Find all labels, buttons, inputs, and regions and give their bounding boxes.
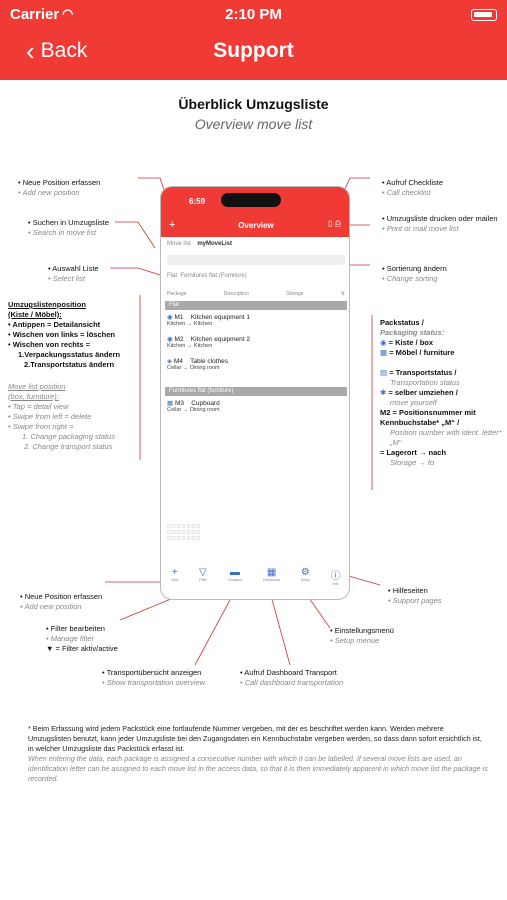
phone-item: ◉ M2 Kitchen equipment 2 Kitchen → Kitch… — [167, 336, 251, 349]
annotation-sort: • Sortierung ändern • Change sorting — [382, 264, 447, 283]
carrier-label: Carrier — [10, 6, 60, 23]
annotation-add-top: • Neue Position erfassen • Add new posit… — [18, 178, 101, 197]
truck-icon: ▬Transport — [227, 567, 243, 582]
top-bar: Carrier ◠ 2:10 PM ‹ Back Support — [0, 0, 507, 80]
gear-icon: ⚙Setup — [300, 567, 310, 582]
doc-subtitle: Overview move list — [194, 116, 313, 132]
annotation-select: • Auswahl Liste • Select list — [48, 264, 99, 283]
print-checklist-icons: ▯ ⎙ — [327, 219, 341, 228]
annotation-status: Packstatus / Packaging status: ◉ = Kiste… — [380, 318, 502, 467]
annotation-help: • Hilfeseiten • Support pages — [388, 586, 442, 605]
phone-notch — [221, 193, 281, 207]
phone-time: 6:59 — [189, 197, 206, 206]
annotation-position: Umzugslistenposition (Kiste / Möbel): • … — [8, 300, 121, 451]
dashboard-icon: ▦Dashboard — [263, 567, 281, 582]
annotation-search: • Suchen in Umzugsliste • Search in move… — [28, 218, 110, 237]
phone-title: Overview — [238, 221, 274, 230]
battery-icon — [471, 9, 497, 21]
furniture-icon: ▦ — [380, 348, 388, 357]
filter-icon: ▽Filter — [199, 567, 207, 582]
annotation-transport-overview: • Transportübersicht anzeigen • Show tra… — [102, 668, 206, 687]
phone-item: ◈ M4 Table clothes Cellar → Dining room — [167, 358, 229, 371]
chevron-left-icon: ‹ — [26, 36, 35, 66]
plus-icon: +New — [171, 567, 179, 582]
annotation-add-bottom: • Neue Position erfassen • Add new posit… — [20, 592, 103, 611]
back-label: Back — [40, 39, 88, 62]
phone-tab-bar: +New ▽Filter ▬Transport ▦Dashboard ⚙Setu… — [161, 567, 349, 595]
phone-item: ▦ M3 Cupboard Cellar → Dining room — [167, 400, 220, 413]
status-time: 2:10 PM — [225, 6, 282, 23]
self-move-icon: ✱ — [380, 388, 387, 397]
phone-search — [167, 255, 345, 265]
status-bar: Carrier ◠ 2:10 PM — [0, 6, 507, 26]
doc-title: Überblick Umzugsliste — [178, 96, 329, 112]
annotation-print: • Umzugsliste drucken oder mailen • Prin… — [382, 214, 498, 233]
phone-flat-row: Flat Furnitures flat (Furniture) — [167, 273, 247, 279]
truck-icon: ▤ — [380, 368, 388, 377]
annotation-filter: • Filter bearbeiten • Manage filter ▼ = … — [46, 624, 118, 653]
phone-group-furniture: Furnitures flat (furniture) — [165, 387, 347, 396]
phone-group-flat: Flat — [165, 301, 347, 310]
plus-icon: + — [169, 219, 176, 231]
wifi-icon: ◠ — [62, 6, 74, 21]
phone-header: 6:59 + Overview ▯ ⎙ — [161, 187, 349, 237]
back-button[interactable]: ‹ Back — [26, 36, 88, 66]
annotation-checklist: • Aufruf Checkliste • Call checklist — [382, 178, 443, 197]
phone-legend: ▢ ▢ ▢ ▢ ▢ ▢ ▢▢ ▢ ▢ ▢ ▢ ▢ ▢▢ ▢ ▢ ▢ ▢ ▢ ▢ — [167, 523, 201, 540]
navigation-bar: ‹ Back Support — [0, 36, 507, 72]
annotation-settings: • Einstellungsmenü • Setup menue — [330, 626, 394, 645]
phone-item: ◉ M1 Kitchen equipment 1 Kitchen → Kitch… — [167, 314, 251, 327]
footnote: * Beim Erfassung wird jedem Packstück ei… — [28, 724, 488, 783]
page-title: Support — [213, 39, 294, 62]
box-icon: ◉ — [380, 338, 387, 347]
phone-mockup: 6:59 + Overview ▯ ⎙ Move list myMoveList… — [160, 186, 350, 600]
phone-list-label: Move list myMoveList — [167, 241, 233, 247]
filter-icon: ▼ — [46, 644, 54, 653]
annotation-dashboard: • Aufruf Dashboard Transport • Call dash… — [240, 668, 344, 687]
